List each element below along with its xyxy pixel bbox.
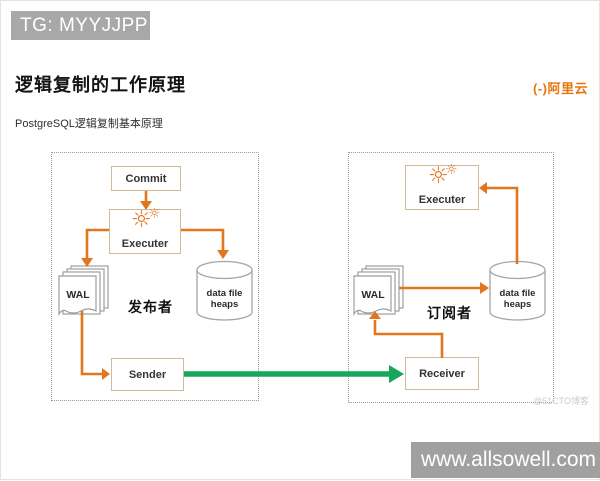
subscriber-executer-node: ☼ ☼ Executer: [405, 162, 479, 210]
site-badge: www.allsowell.com: [411, 442, 600, 478]
heap-label-line1: data file: [207, 288, 243, 299]
gear-icon: ☼: [131, 207, 152, 233]
page-title: 逻辑复制的工作原理: [15, 75, 186, 95]
commit-node: Commit: [111, 166, 181, 191]
heap-label-line2: heaps: [211, 299, 238, 310]
51cto-watermark: @51CTO博客: [533, 396, 589, 406]
diagram-subtitle: PostgreSQL逻辑复制基本原理: [15, 118, 163, 130]
executer-label: Executer: [121, 238, 169, 250]
receiver-node: Receiver: [405, 357, 479, 390]
alibaba-cloud-logo: (-)阿里云: [533, 81, 588, 96]
publisher-executer-node: ☼ ☼ Executer: [109, 206, 181, 254]
publisher-label: 发布者: [128, 299, 173, 315]
subscriber-wal-icon: WAL: [353, 265, 404, 317]
wal-label: WAL: [66, 289, 90, 301]
heap-label-line2: heaps: [504, 299, 531, 310]
publisher-wal-icon: WAL: [58, 265, 109, 317]
wal-label: WAL: [361, 289, 385, 301]
gear-icon: ☼: [445, 162, 458, 178]
executer-label: Executer: [418, 194, 466, 206]
subscriber-label: 订阅者: [427, 305, 472, 321]
sender-node: Sender: [111, 358, 184, 391]
gear-icon: ☼: [148, 206, 161, 222]
tg-badge: TG: MYYJJPP: [11, 11, 150, 40]
executer-gears-icon: ☼ ☼: [422, 162, 462, 195]
gear-icon: ☼: [428, 163, 449, 189]
executer-gears-icon: ☼ ☼: [125, 206, 165, 239]
subscriber-heap-icon: data file heaps: [489, 260, 546, 321]
heap-label-line1: data file: [500, 288, 536, 299]
publisher-heap-icon: data file heaps: [196, 260, 253, 321]
